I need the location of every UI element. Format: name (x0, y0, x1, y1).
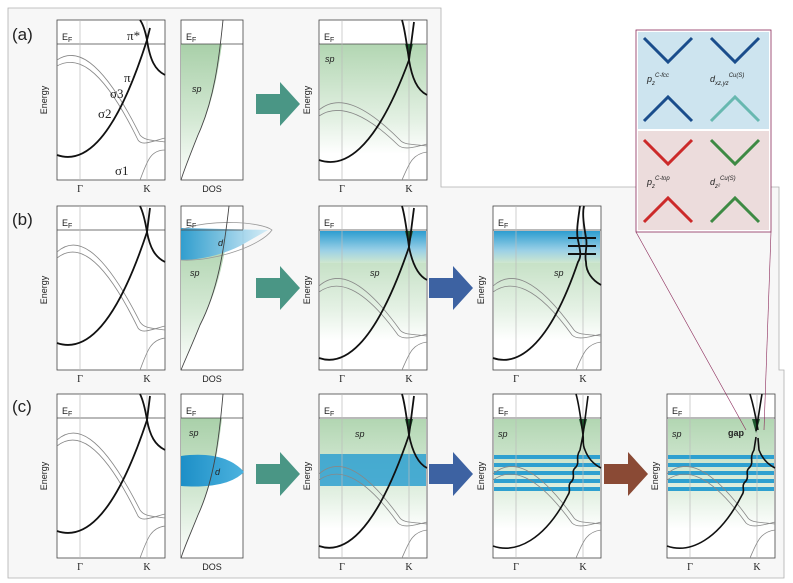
energy-axis-label: Energy (476, 275, 486, 304)
row-b: EF Energy Γ K EF d sp DOS (39, 205, 602, 385)
panel-b-hybridized: EF sp Energy Γ K (476, 205, 602, 385)
pi-label: π (124, 70, 131, 85)
teal-arrow-c (256, 452, 300, 496)
panel-a-bands: EF π* π σ3 σ2 σ1 Energy Γ K (39, 19, 166, 195)
ef-label: EF (672, 406, 682, 418)
panel-c-dos: EF sp d DOS (180, 393, 244, 572)
svg-text:pzC-fcc: pzC-fcc (646, 73, 669, 87)
panel-c-bands: EF Energy Γ K (39, 393, 166, 573)
k-label: K (405, 184, 413, 195)
brown-arrow-c (604, 452, 648, 496)
ef-label: EF (324, 218, 334, 230)
gamma-label: Γ (513, 562, 519, 573)
ef-label: EF (498, 406, 508, 418)
sp-label: sp (190, 268, 200, 278)
inset-red-panel (638, 131, 769, 230)
d-label: d (218, 238, 224, 248)
row-label-c: (c) (12, 397, 32, 416)
sigma2-label: σ2 (98, 106, 112, 121)
dos-axis-label: DOS (202, 562, 222, 572)
sigma3-label: σ3 (110, 86, 124, 101)
svg-text:dz²Cu(S): dz²Cu(S) (710, 176, 736, 190)
orbital-inset: pzC-fcc dxz,yzCu(S) pzC-top dz²Cu(S) (635, 29, 772, 431)
sp-label: sp (370, 268, 380, 278)
sigma1-label: σ1 (115, 163, 129, 178)
panel-c-hybridized: EF sp Energy Γ K (476, 393, 602, 573)
inset-dz2: dz²Cu(S) (709, 138, 761, 224)
ef-label: EF (62, 406, 72, 418)
sp-label: sp (355, 429, 365, 439)
panel-c-gap: EF sp gap Energy Γ K (650, 393, 776, 573)
k-label: K (405, 562, 413, 573)
sp-label: sp (192, 84, 202, 94)
dos-axis-label: DOS (202, 184, 222, 194)
ef-label: EF (186, 406, 196, 418)
energy-axis-label: Energy (476, 461, 486, 490)
ef-label: EF (324, 32, 334, 44)
blue-arrow-b (429, 266, 473, 310)
energy-axis-label: Energy (39, 461, 49, 490)
gamma-label: Γ (77, 374, 83, 385)
panel-b-result: EF sp Energy Γ K (302, 205, 428, 385)
gap-label: gap (728, 428, 745, 438)
energy-axis-label: Energy (39, 85, 49, 114)
inset-pz-top: pzC-top (642, 138, 694, 224)
blue-arrow-c (429, 452, 473, 496)
row-c: EF Energy Γ K EF sp d DOS (39, 393, 776, 573)
dos-axis-label: DOS (202, 374, 222, 384)
k-label: K (405, 374, 413, 385)
k-label: K (579, 562, 587, 573)
row-label-b: (b) (12, 210, 33, 229)
panel-b-dos: EF d sp DOS (180, 205, 273, 384)
gamma-label: Γ (687, 562, 693, 573)
ef-label: EF (186, 32, 196, 44)
gamma-label: Γ (339, 374, 345, 385)
ef-label: EF (498, 218, 508, 230)
row-label-a: (a) (12, 25, 33, 44)
energy-axis-label: Energy (650, 461, 660, 490)
sp-label: sp (498, 429, 508, 439)
gamma-label: Γ (77, 562, 83, 573)
ef-label: EF (324, 406, 334, 418)
teal-arrow-a (256, 82, 300, 126)
panel-b-bands: EF Energy Γ K (39, 205, 166, 385)
d-label: d (215, 467, 221, 477)
gamma-label: Γ (339, 562, 345, 573)
gamma-label: Γ (339, 184, 345, 195)
k-label: K (143, 562, 151, 573)
k-label: K (143, 374, 151, 385)
energy-axis-label: Energy (302, 461, 312, 490)
k-label: K (143, 184, 151, 195)
ef-label: EF (62, 32, 72, 44)
sp-label: sp (672, 429, 682, 439)
pi-star-label: π* (127, 28, 140, 43)
sp-label: sp (554, 268, 564, 278)
sp-label: sp (189, 428, 199, 438)
teal-arrow-b (256, 266, 300, 310)
gamma-label: Γ (513, 374, 519, 385)
inset-pz-fcc: pzC-fcc (642, 36, 694, 123)
energy-axis-label: Energy (302, 275, 312, 304)
svg-text:dxz,yzCu(S): dxz,yzCu(S) (710, 73, 744, 87)
svg-text:pzC-top: pzC-top (646, 176, 670, 190)
gamma-label: Γ (77, 184, 83, 195)
panel-a-dos: EF sp DOS (180, 19, 244, 194)
row-a: EF π* π σ3 σ2 σ1 Energy Γ K EF sp DOS (39, 19, 428, 195)
k-label: K (579, 374, 587, 385)
panel-c-result: EF sp Energy Γ K (302, 393, 428, 573)
ef-label: EF (186, 218, 196, 230)
energy-axis-label: Energy (302, 85, 312, 114)
k-label: K (753, 562, 761, 573)
ef-label: EF (62, 218, 72, 230)
inset-dxz-yz: dxz,yzCu(S) (709, 36, 761, 123)
panel-a-result: EF sp Energy Γ K (302, 19, 428, 195)
energy-axis-label: Energy (39, 275, 49, 304)
sp-label: sp (325, 54, 335, 64)
